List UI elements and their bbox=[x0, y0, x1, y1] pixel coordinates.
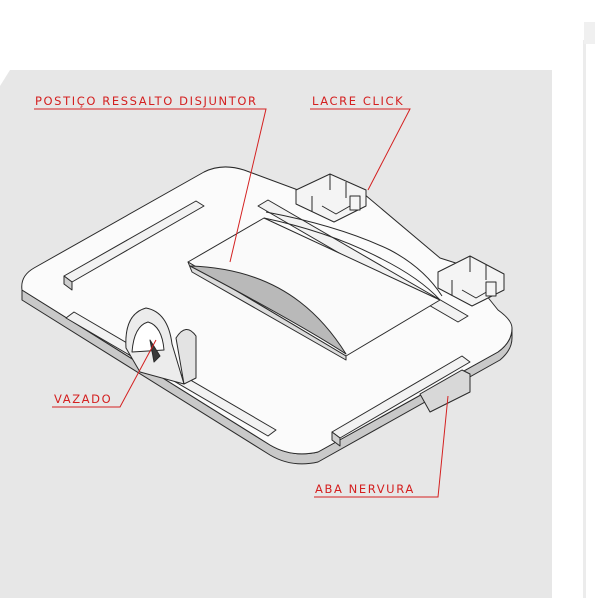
snap-lug-lower bbox=[437, 255, 505, 307]
corner-glyph bbox=[584, 22, 595, 44]
snap-lug-upper bbox=[295, 173, 367, 223]
leader-lacre bbox=[310, 108, 411, 191]
callout-leaders bbox=[34, 108, 449, 498]
leader-aba bbox=[314, 395, 449, 498]
callout-ressalto: POSTIÇO RESSALTO DISJUNTOR bbox=[35, 94, 258, 108]
aba-nervura bbox=[419, 369, 471, 413]
leader-vazado bbox=[52, 339, 157, 408]
leader-ressalto bbox=[34, 108, 267, 263]
viewport-divider bbox=[583, 40, 586, 598]
breaker-ramp bbox=[189, 265, 347, 355]
vazado-clip bbox=[125, 307, 197, 385]
callout-vazado: VAZADO bbox=[54, 392, 112, 406]
callout-aba: ABA NERVURA bbox=[315, 482, 415, 496]
callout-lacre: LACRE CLICK bbox=[312, 94, 404, 108]
lid-part bbox=[21, 166, 513, 465]
